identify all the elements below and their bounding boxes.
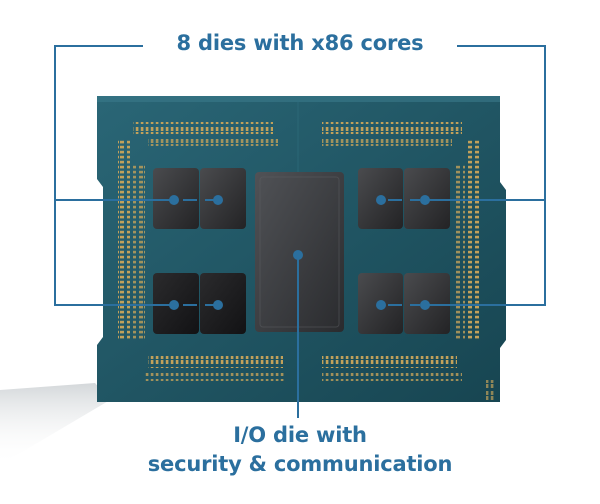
cores-callout-lines xyxy=(54,45,546,306)
package-shadow xyxy=(0,383,110,465)
ccd-top-right xyxy=(358,168,450,229)
pad-fields xyxy=(118,122,494,400)
io-label-line1: I/O die with xyxy=(233,423,367,447)
io-label-line2: security & communication xyxy=(147,452,453,476)
callout-dots xyxy=(169,195,430,310)
cores-label: 8 dies with x86 cores xyxy=(176,31,424,55)
ccd-bottom-right xyxy=(358,273,450,334)
